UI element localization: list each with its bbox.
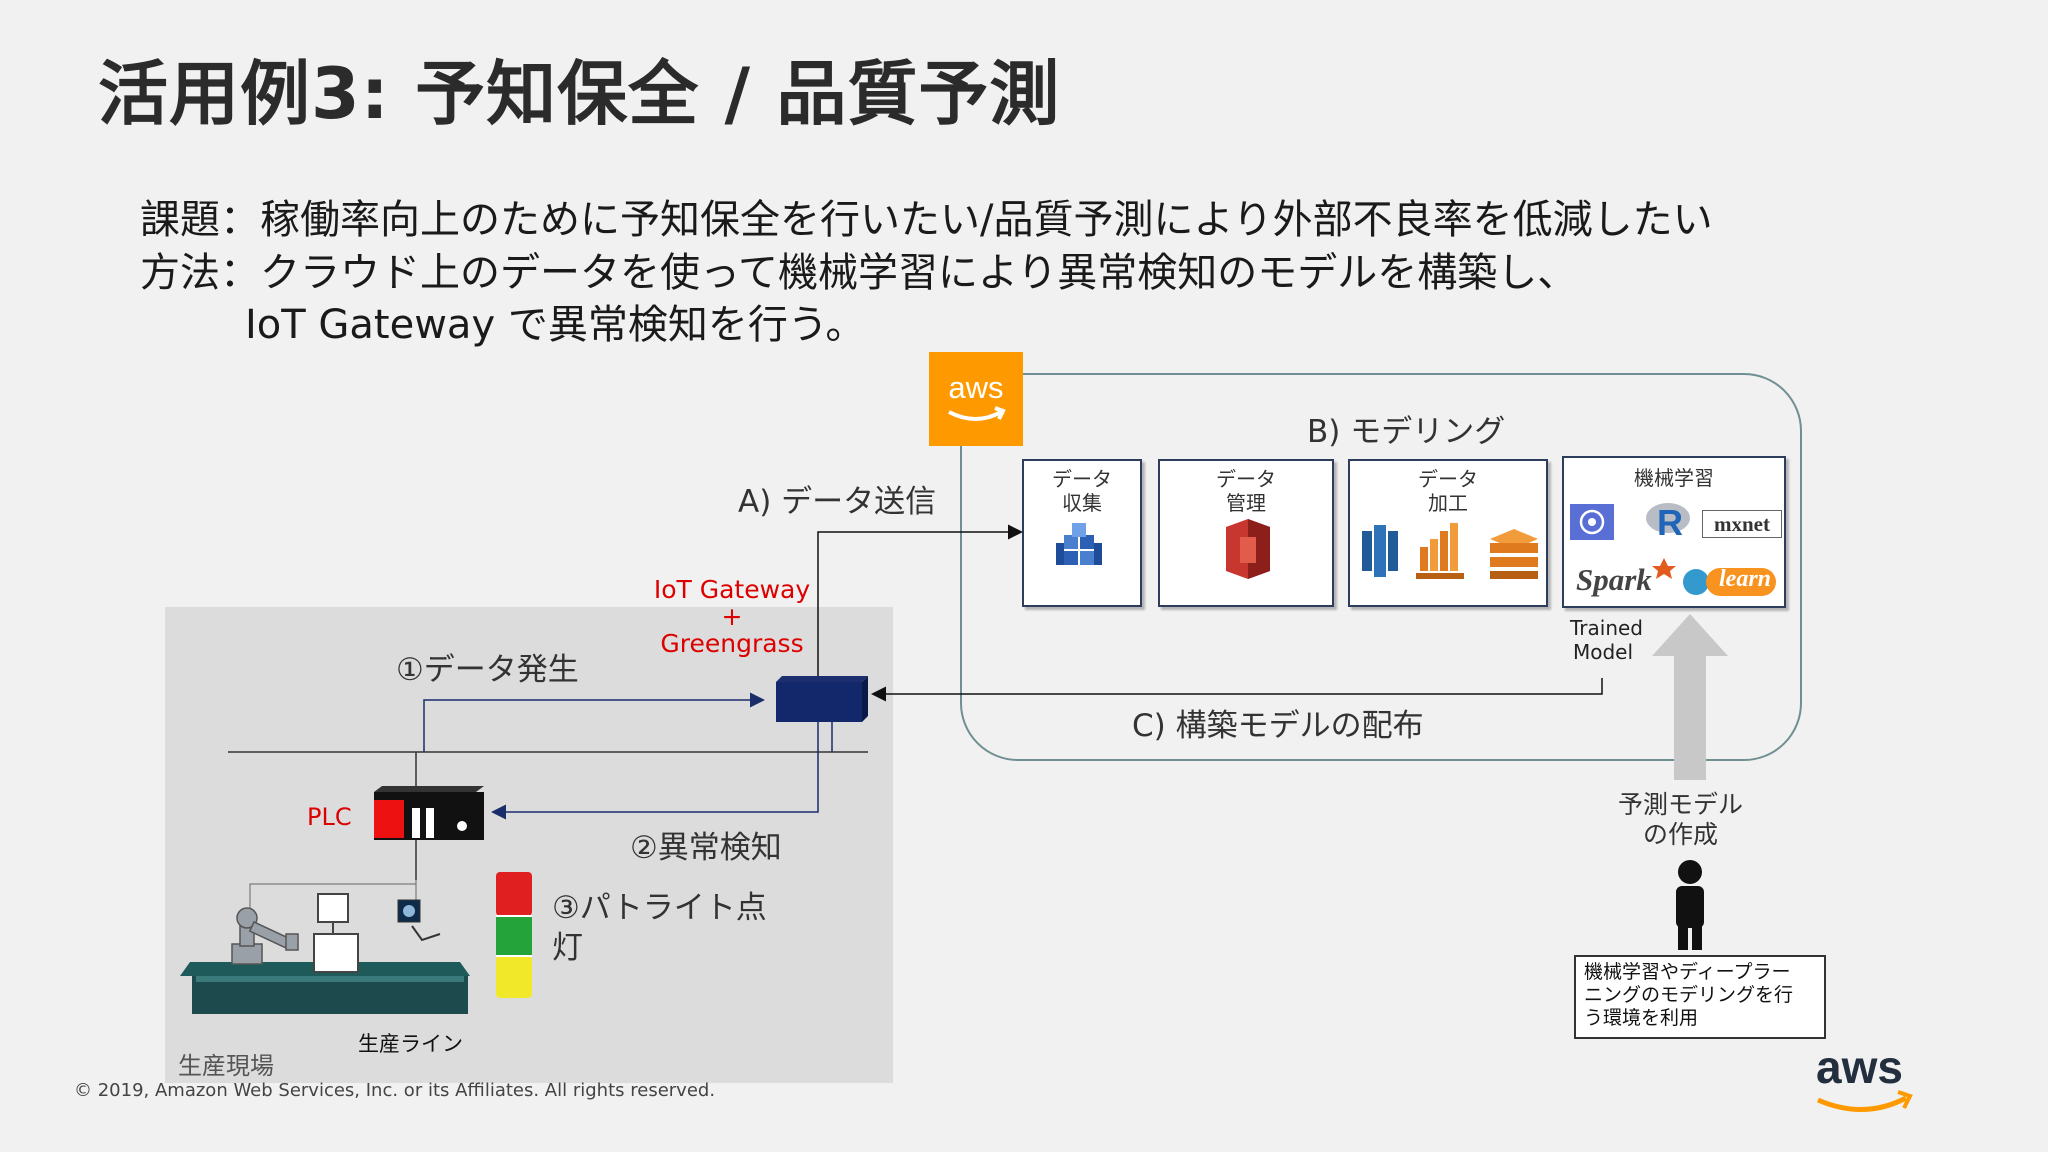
person-icon bbox=[1676, 860, 1704, 950]
issue-line: 課題：稼働率向上のために予知保全を行いたい/品質予測により外部不良率を低減したい bbox=[140, 197, 1713, 243]
r-icon: R bbox=[1657, 502, 1683, 543]
data-send-label: A) データ送信 bbox=[738, 484, 937, 520]
data-processing-box: データ加工 bbox=[1348, 459, 1548, 607]
aws-logo-icon: aws bbox=[929, 352, 1023, 446]
spark-star-icon bbox=[1652, 558, 1776, 596]
aws-footer-smile bbox=[1817, 1095, 1908, 1112]
sagemaker-icon bbox=[1570, 503, 1690, 540]
sklearn-logo: learn bbox=[1719, 566, 1772, 592]
patlite-icon bbox=[496, 872, 532, 998]
sensor-icon bbox=[397, 899, 441, 942]
plc-device bbox=[374, 786, 484, 840]
anomaly-detection-arrow bbox=[491, 752, 819, 820]
slide-title: 活用例3: 予知保全 / 品質予測 bbox=[98, 53, 1061, 135]
aws-cloud-region bbox=[960, 373, 1802, 761]
analytics-icons bbox=[1362, 523, 1538, 579]
ml-box: 機械学習 R mxnet Spark learn bbox=[1562, 456, 1786, 608]
workpiece-icon bbox=[313, 893, 359, 973]
method-line: 方法：クラウド上のデータを使って機械学習により異常検知のモデルを構築し、 bbox=[140, 250, 1578, 296]
create-model-arrow bbox=[1652, 614, 1728, 780]
spark-logo: Spark bbox=[1576, 562, 1652, 597]
step3-patlite: ③パトライト点 灯 bbox=[552, 890, 767, 966]
step2-anomaly-detection: ②異常検知 bbox=[630, 830, 782, 866]
r-logo-ring bbox=[1646, 503, 1690, 533]
environment-note: 機械学習やディープラー ニングのモデリングを行 う環境を利用 bbox=[1574, 955, 1826, 1039]
s3-bucket-icon bbox=[1226, 519, 1270, 579]
method-continuation: IoT Gateway で異常検知を行う。 bbox=[245, 302, 866, 348]
create-model-label: 予測モデル の作成 bbox=[1618, 790, 1744, 849]
copyright: © 2019, Amazon Web Services, Inc. or its… bbox=[74, 1080, 716, 1101]
robot-arm-icon bbox=[231, 907, 299, 965]
data-generation-arrow bbox=[423, 692, 765, 752]
model-deploy-label: C) 構築モデルの配布 bbox=[1132, 708, 1424, 744]
ml-title: 機械学習 bbox=[1634, 466, 1714, 490]
step1-data-generation: ①データ発生 bbox=[396, 652, 579, 688]
model-deploy-arrow bbox=[871, 678, 1603, 702]
aws-iot-icon bbox=[1056, 523, 1102, 565]
data-collection-box: データ収集 bbox=[1022, 459, 1142, 607]
data-management-box: データ管理 bbox=[1158, 459, 1334, 607]
plc-label: PLC bbox=[307, 803, 352, 831]
mxnet-logo: mxnet bbox=[1702, 510, 1782, 538]
modeling-label: B) モデリング bbox=[1307, 414, 1506, 450]
iot-gateway-device bbox=[776, 676, 868, 722]
production-site-label: 生産現場 bbox=[178, 1052, 274, 1080]
aws-footer-logo: aws bbox=[1816, 1041, 1903, 1093]
production-line-label: 生産ライン bbox=[358, 1032, 463, 1056]
data-send-arrow bbox=[817, 524, 1023, 676]
gateway-label: IoT Gateway + Greengrass bbox=[653, 575, 811, 658]
